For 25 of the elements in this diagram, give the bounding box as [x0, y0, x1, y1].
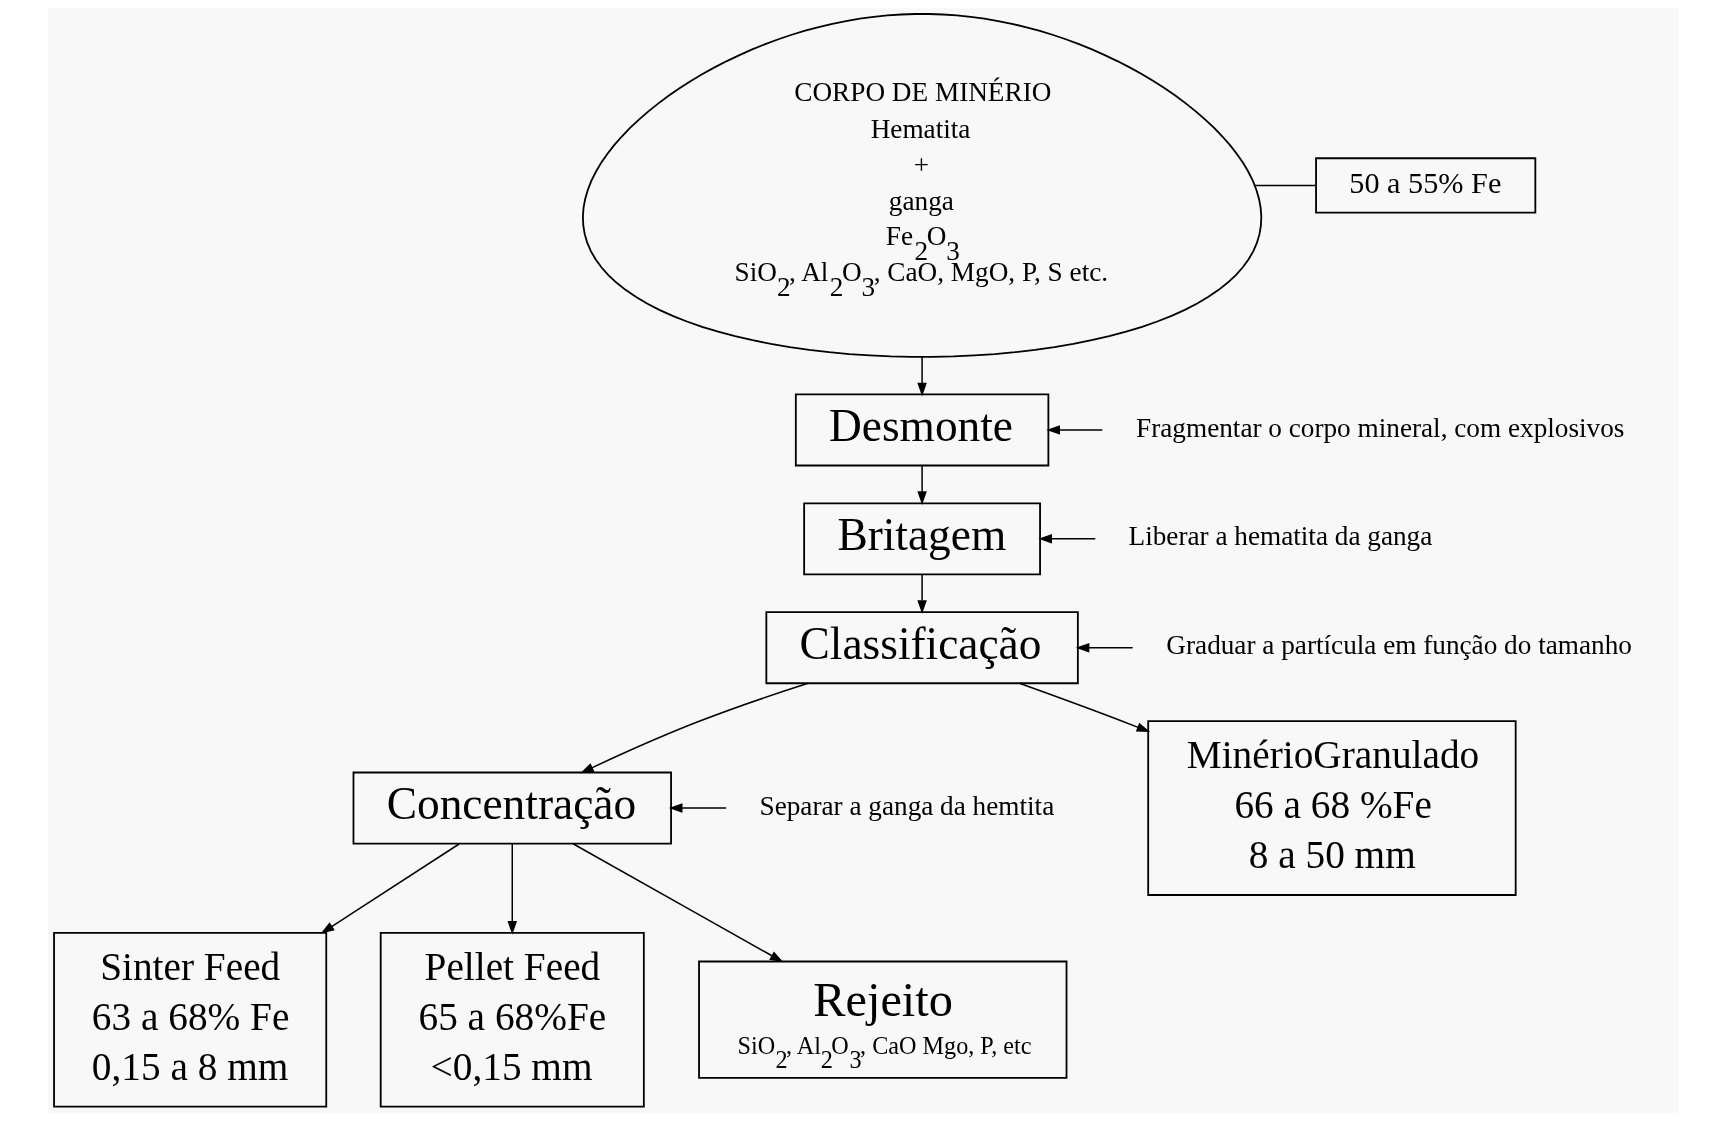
- arrow: [917, 355, 927, 397]
- node-text: Graduar a partícula em função do tamanho: [1166, 630, 1632, 661]
- arrow: [572, 843, 784, 963]
- node-box: MinérioGranulado 66 a 68 %Fe 8 a 50 mm: [1147, 720, 1517, 896]
- node-box: Concentração: [352, 771, 672, 845]
- arrow: [917, 573, 927, 614]
- arrow: [580, 682, 809, 774]
- node-box: Classificação: [765, 611, 1079, 685]
- arrow: [668, 803, 727, 813]
- arrow: [1018, 682, 1151, 733]
- arrow: [1075, 642, 1134, 653]
- node-box: 50 a 55% Fe: [1315, 157, 1537, 214]
- node-box: Britagem: [803, 502, 1041, 576]
- node-text: Separar a ganga da hemtita: [759, 790, 1055, 821]
- node-text: Liberar a hematita da ganga: [1128, 521, 1433, 552]
- node-box: Desmonte: [794, 393, 1050, 467]
- arrow: [1038, 534, 1096, 544]
- node-box: Sinter Feed 63 a 68% Fe 0,15 a 8 mm: [53, 931, 328, 1108]
- connector: [1254, 184, 1317, 187]
- arrow: [507, 843, 518, 935]
- node-box: Pellet Feed 65 a 68%Fe <0,15 mm: [379, 931, 645, 1108]
- arrow: [320, 843, 460, 934]
- node-text: Fragmentar o corpo mineral, com explosivos: [1136, 412, 1625, 443]
- arrow: [1046, 425, 1104, 435]
- arrow: [917, 464, 927, 505]
